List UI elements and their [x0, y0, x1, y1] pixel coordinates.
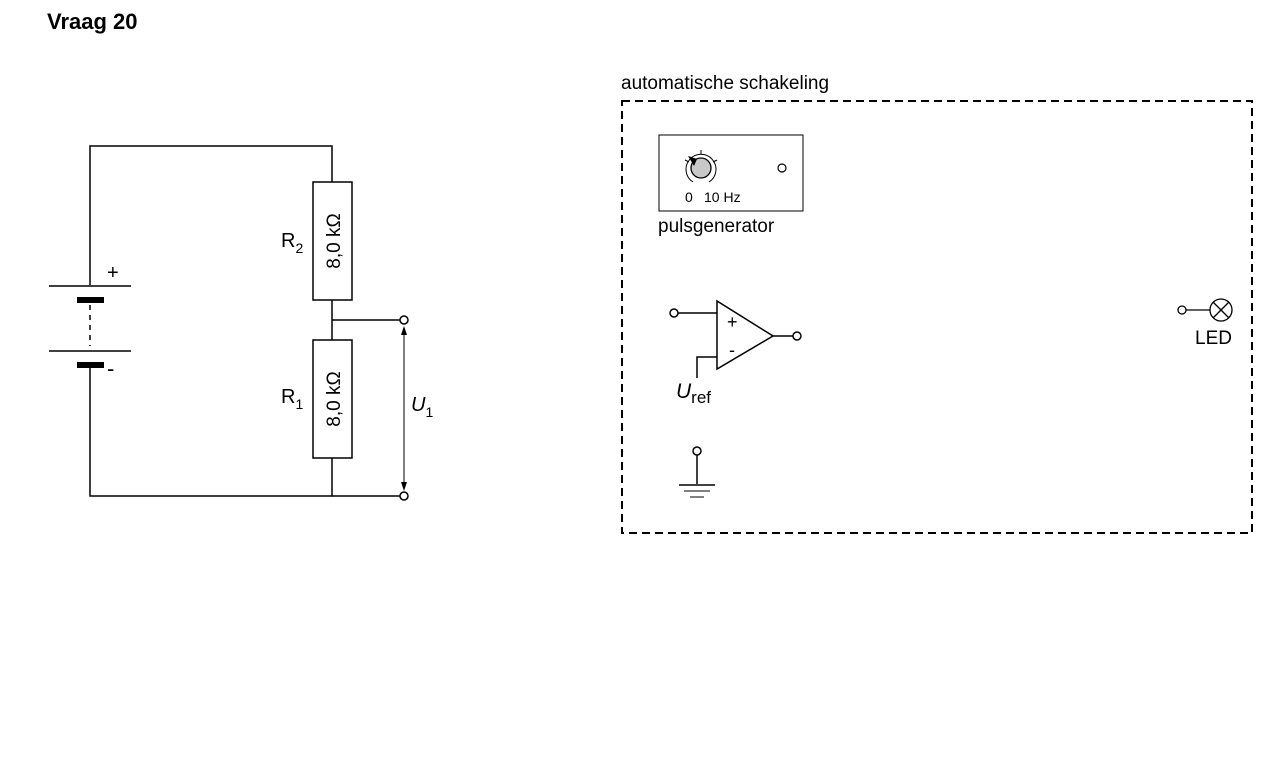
- pulse-generator-label: pulsgenerator: [658, 216, 775, 237]
- knob-min-label: 0: [685, 189, 693, 205]
- knob-tick-right: [712, 159, 718, 163]
- r2-value: 8,0 kΩ: [324, 213, 345, 268]
- voltage-divider-circuit: [49, 145, 409, 501]
- u1-label: U1: [411, 394, 433, 420]
- pulse-generator: 0 10 Hz pulsgenerator: [658, 134, 804, 237]
- comparator-plus-input-terminal[interactable]: [669, 308, 679, 318]
- ground-terminal[interactable]: [692, 446, 702, 456]
- r2-label: R2: [281, 230, 303, 256]
- comparator: [669, 299, 802, 378]
- led-terminal[interactable]: [1177, 305, 1187, 315]
- led-label: LED: [1195, 328, 1232, 349]
- led: [1177, 298, 1233, 322]
- resistor-r2: [312, 181, 353, 301]
- comparator-plus-label: +: [727, 312, 738, 332]
- uref-label: Uref: [676, 380, 711, 407]
- knob-tick-left: [684, 159, 690, 163]
- u1-arrow-head-top: [401, 326, 407, 335]
- comparator-output-terminal[interactable]: [792, 331, 802, 341]
- led-cross-b: [1212, 301, 1230, 319]
- pulse-output-terminal[interactable]: [777, 163, 787, 173]
- r1-label: R1: [281, 386, 303, 412]
- resistor-r1: [312, 339, 353, 459]
- output-terminal-bottom[interactable]: [399, 491, 409, 501]
- automatic-title: automatische schakeling: [621, 73, 829, 94]
- u1-arrow-head-bottom: [401, 482, 407, 491]
- question-title: Vraag 20: [47, 9, 138, 34]
- comparator-uref-wire: [696, 356, 717, 378]
- comparator-triangle: [716, 299, 775, 371]
- output-terminal-top[interactable]: [399, 315, 409, 325]
- r1-value: 8,0 kΩ: [324, 371, 345, 426]
- top-wire: [89, 145, 333, 285]
- ground-symbol: [679, 446, 715, 498]
- knob-pointer-icon: [688, 156, 697, 166]
- comparator-minus-label: -: [729, 340, 735, 360]
- battery-plus-label: +: [107, 262, 119, 284]
- knob-max-label: 10 Hz: [704, 189, 741, 205]
- bottom-wire: [89, 365, 333, 497]
- automatic-frame: [621, 100, 1253, 534]
- battery-minus-label: -: [107, 356, 114, 381]
- frequency-knob[interactable]: [690, 157, 712, 179]
- pulse-generator-box: [658, 134, 804, 212]
- knob-scale-arc: [685, 153, 717, 183]
